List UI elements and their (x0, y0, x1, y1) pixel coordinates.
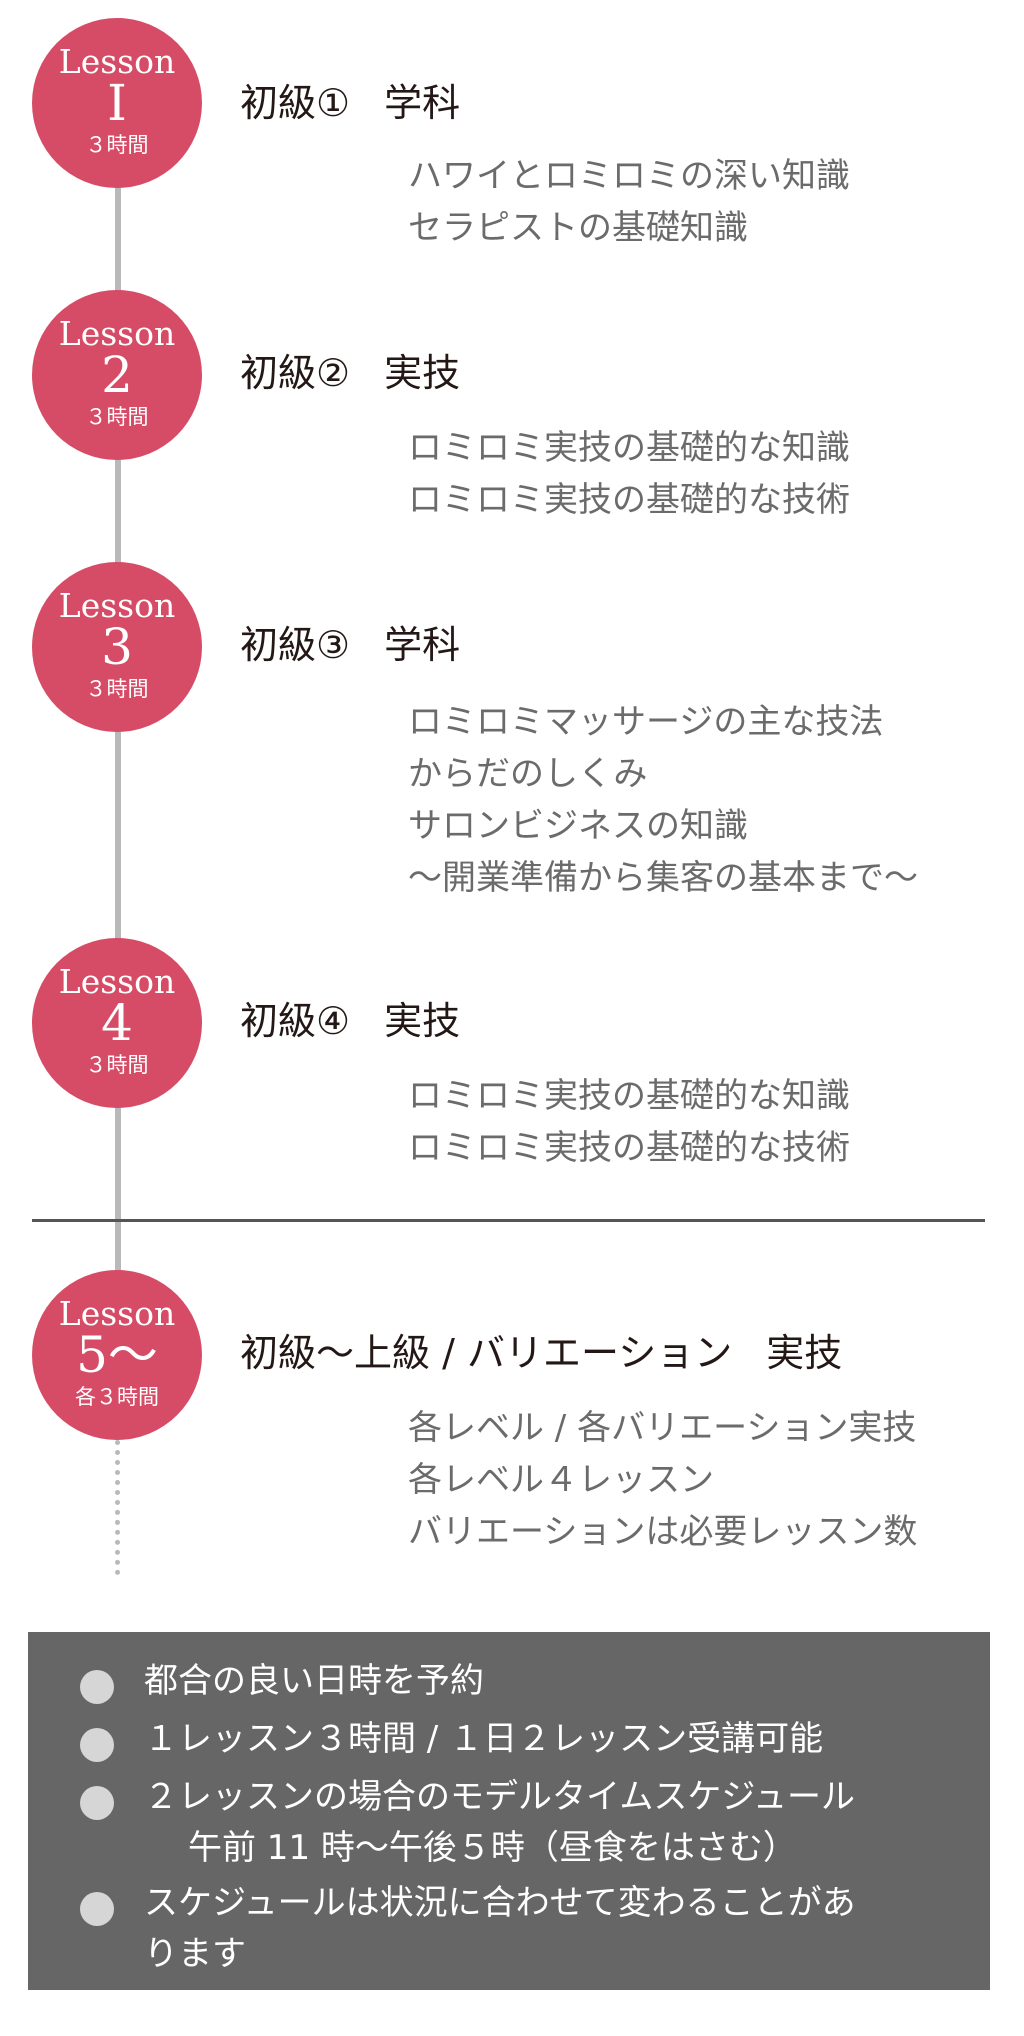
lesson-heading-4: 初級④ 実技 (240, 998, 460, 1044)
lesson-badge-number: 3 (101, 618, 133, 676)
lesson-badge-3: Lesson 3 ３時間 (32, 562, 202, 732)
lesson-heading-2: 初級② 実技 (240, 350, 460, 396)
lesson-category: 学科 (384, 81, 461, 125)
lesson-heading-1: 初級① 学科 (240, 80, 460, 126)
description-line: からだのしくみ (408, 754, 648, 794)
description-line: ロミロミマッサージの主な技法 (408, 702, 884, 742)
lesson-category: 実技 (384, 351, 461, 395)
info-line: ２レッスンの場合のモデルタイムスケジュール (144, 1777, 855, 1817)
lesson-level: 初級〜上級 / バリエーション (240, 1331, 733, 1375)
lesson-badge-word: Lesson (58, 314, 176, 353)
lesson-description-4: ロミロミ実技の基礎的な知識 ロミロミ実技の基礎的な技術 (408, 1070, 850, 1174)
info-line: 午前 11 時〜午後５時（昼食をはさむ） (188, 1828, 797, 1868)
lesson-level: 初級① (240, 81, 351, 125)
timeline-line-dotted (115, 1440, 120, 1575)
lesson-badge-2: Lesson 2 ３時間 (32, 290, 202, 460)
description-line: ハワイとロミロミの深い知識 (408, 156, 850, 196)
lesson-badge-word: Lesson (58, 1294, 176, 1333)
lesson-badge-number: 5〜 (76, 1326, 158, 1384)
lesson-description-3: ロミロミマッサージの主な技法 からだのしくみ サロンビジネスの知識 〜開業準備か… (408, 696, 918, 904)
lesson-category: 実技 (766, 1331, 843, 1375)
bullet-icon (80, 1670, 114, 1704)
info-text: １レッスン３時間 / １日２レッスン受講可能 (144, 1714, 823, 1765)
lesson-level: 初級③ (240, 623, 351, 667)
lesson-badge-hours: 各３時間 (75, 1385, 159, 1409)
description-line: 〜開業準備から集客の基本まで〜 (408, 858, 918, 898)
description-line: サロンビジネスの知識 (408, 806, 748, 846)
section-divider (32, 1219, 985, 1222)
lesson-badge-word: Lesson (58, 586, 176, 625)
lesson-heading-3: 初級③ 学科 (240, 622, 460, 668)
lesson-badge-word: Lesson (58, 962, 176, 1001)
info-box: 都合の良い日時を予約 １レッスン３時間 / １日２レッスン受講可能 ２レッスンの… (28, 1632, 990, 1990)
bullet-icon (80, 1786, 114, 1820)
description-line: 各レベル４レッスン (408, 1460, 714, 1500)
lesson-badge-hours: ３時間 (85, 1053, 149, 1077)
description-line: ロミロミ実技の基礎的な技術 (408, 1128, 850, 1168)
info-text: ２レッスンの場合のモデルタイムスケジュール 午前 11 時〜午後５時（昼食をはさ… (144, 1772, 855, 1874)
bullet-icon (80, 1892, 114, 1926)
lesson-badge-hours: ３時間 (85, 405, 149, 429)
lesson-badge-number: I (107, 74, 127, 132)
lesson-badge-5: Lesson 5〜 各３時間 (32, 1270, 202, 1440)
lesson-category: 実技 (384, 999, 461, 1043)
lesson-badge-1: Lesson I ３時間 (32, 18, 202, 188)
info-line: １レッスン３時間 / １日２レッスン受講可能 (144, 1719, 824, 1759)
lesson-badge-hours: ３時間 (85, 133, 149, 157)
info-text: スケジュールは状況に合わせて変わることがあ ります (144, 1878, 856, 1980)
info-line: ります (144, 1934, 246, 1974)
timeline-line (115, 180, 121, 1350)
description-line: 各レベル / 各バリエーション実技 (408, 1408, 917, 1448)
description-line: ロミロミ実技の基礎的な技術 (408, 480, 850, 520)
description-line: セラピストの基礎知識 (408, 208, 748, 248)
lesson-badge-number: 4 (101, 994, 133, 1052)
description-line: ロミロミ実技の基礎的な知識 (408, 428, 850, 468)
info-line: スケジュールは状況に合わせて変わることがあ (144, 1883, 856, 1923)
lesson-badge-hours: ３時間 (85, 677, 149, 701)
lesson-description-5: 各レベル / 各バリエーション実技 各レベル４レッスン バリエーションは必要レッ… (408, 1402, 917, 1558)
lesson-level: 初級② (240, 351, 351, 395)
lesson-badge-number: 2 (101, 346, 133, 404)
lesson-badge-4: Lesson 4 ３時間 (32, 938, 202, 1108)
lesson-level: 初級④ (240, 999, 351, 1043)
lesson-description-1: ハワイとロミロミの深い知識 セラピストの基礎知識 (408, 150, 850, 254)
description-line: ロミロミ実技の基礎的な知識 (408, 1076, 850, 1116)
bullet-icon (80, 1728, 114, 1762)
description-line: バリエーションは必要レッスン数 (408, 1512, 918, 1552)
info-line: 都合の良い日時を予約 (144, 1661, 484, 1701)
lesson-badge-word: Lesson (58, 42, 176, 81)
info-text: 都合の良い日時を予約 (144, 1656, 484, 1707)
lesson-heading-5: 初級〜上級 / バリエーション実技 (240, 1330, 842, 1376)
lesson-category: 学科 (384, 623, 461, 667)
lesson-description-2: ロミロミ実技の基礎的な知識 ロミロミ実技の基礎的な技術 (408, 422, 850, 526)
